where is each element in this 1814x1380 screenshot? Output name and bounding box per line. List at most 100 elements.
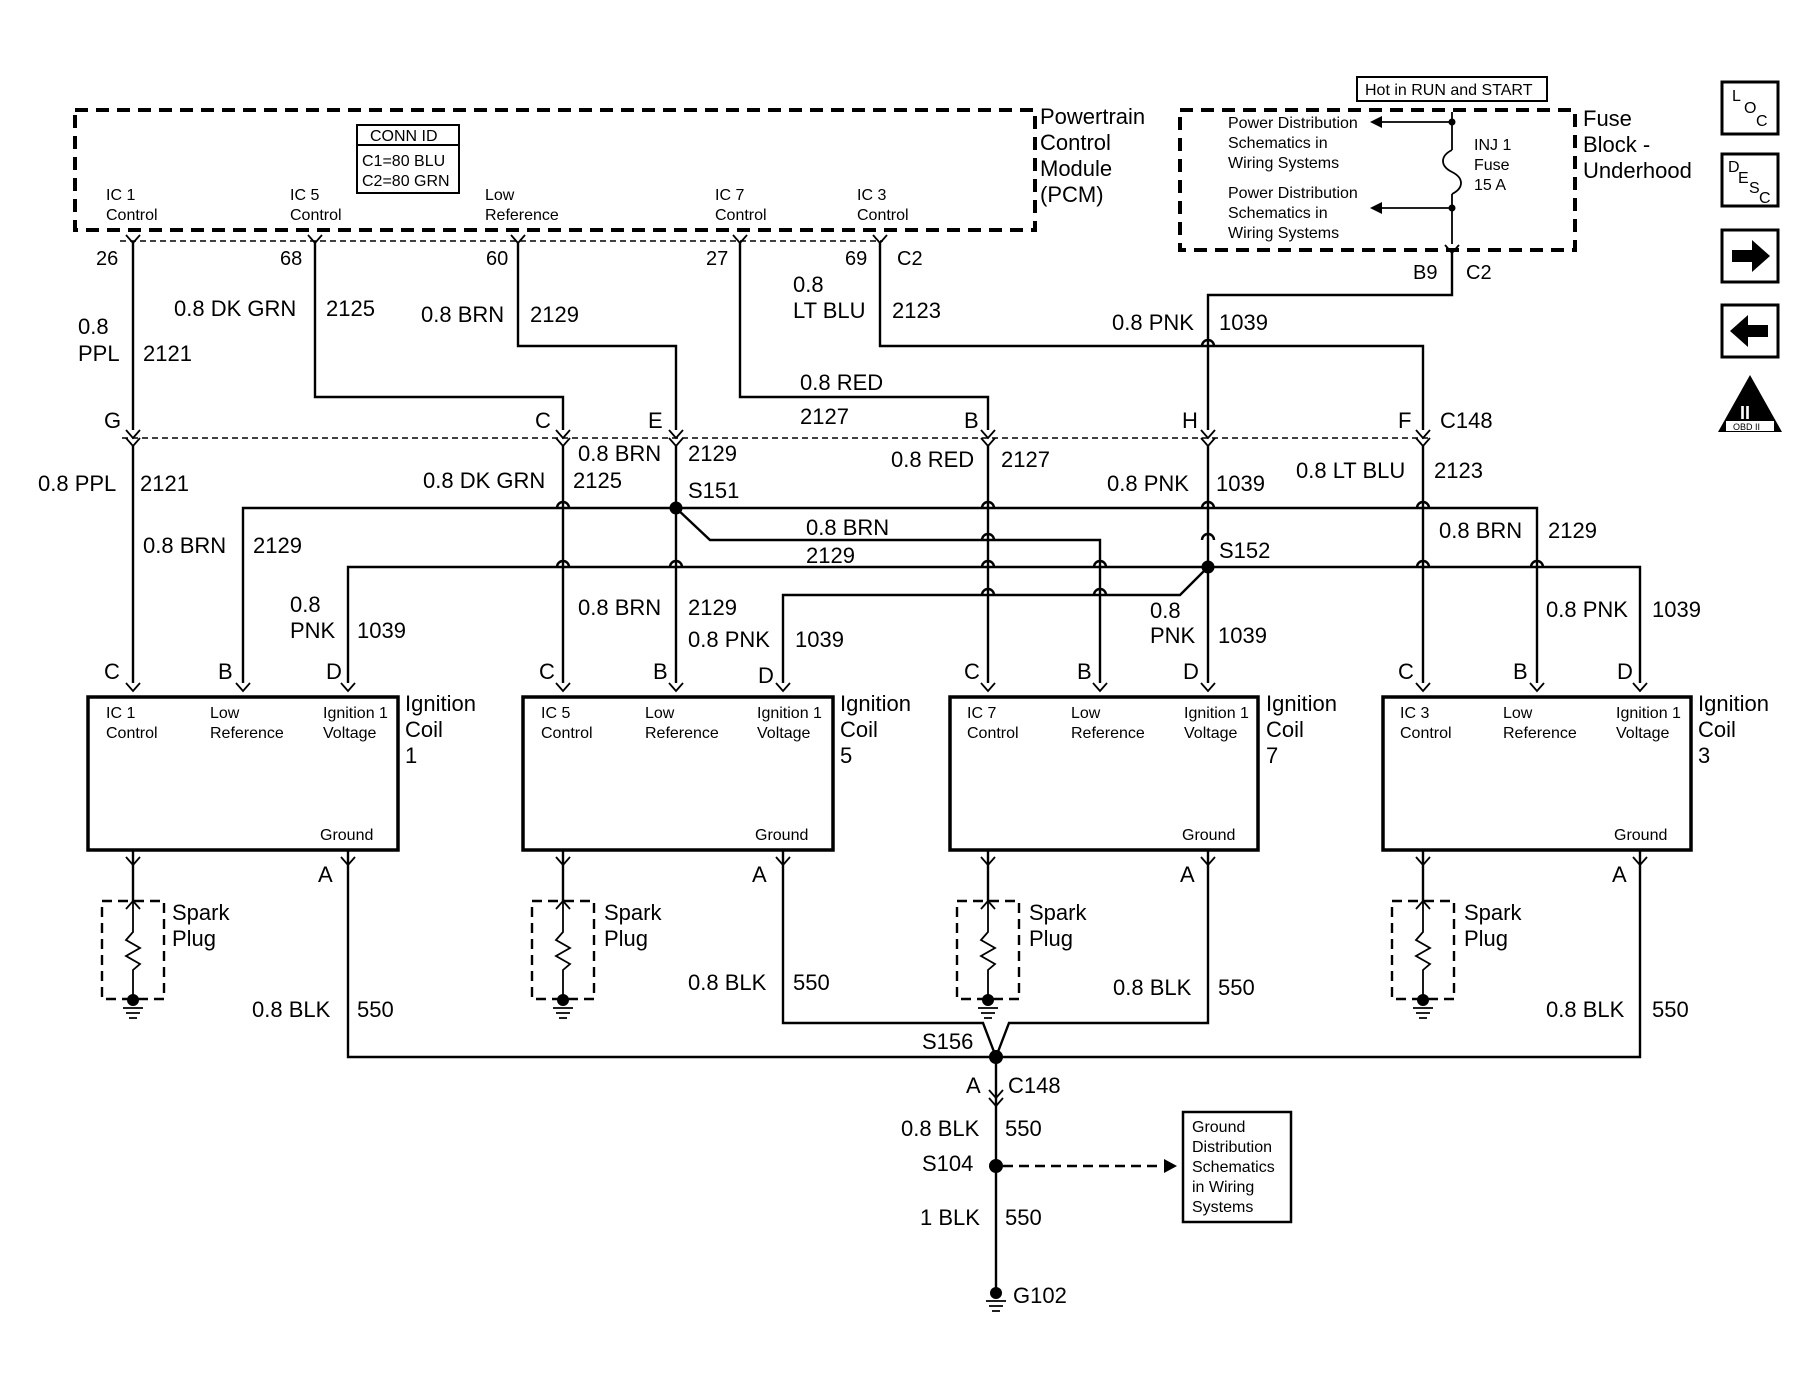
- ground-dist-line-2: Distribution: [1192, 1139, 1272, 1156]
- coil7-func3-a: Ignition 1: [1184, 705, 1249, 722]
- wire-2129-coil7-branch: [675, 507, 1102, 683]
- pcm-pin-ic3-func-1: IC 3: [857, 187, 886, 204]
- gnd-wire-coil1-circuit: 550: [357, 997, 394, 1022]
- gnd-wire-coil1-gauge: 0.8 BLK: [252, 997, 331, 1022]
- wire-w4-circuit: 2127: [800, 404, 849, 429]
- coil1-func2-b: Reference: [210, 725, 284, 742]
- spark-plug-5-ground-icon: [553, 1007, 573, 1019]
- coil3-pin-b: B: [1513, 659, 1528, 684]
- ignition-coil-7: C B D IC 7 Control Low Reference Ignitio…: [948, 659, 1337, 887]
- wire-2129-bus: [241, 506, 1539, 683]
- coil3-func2-a: Low: [1503, 705, 1533, 722]
- pcm-name-4: (PCM): [1040, 182, 1104, 207]
- coil7-body: [948, 695, 1260, 852]
- wire-pnk-coil7-gauge: 0.8: [1150, 598, 1181, 623]
- coil5-func2-b: Reference: [645, 725, 719, 742]
- pcm-pin-lowref-func-1: Low: [485, 187, 515, 204]
- wire-2127-upper: [738, 243, 990, 430]
- wire-dkgrn-lower-circuit: 2125: [573, 468, 622, 493]
- fuse-label: Fuse: [1474, 157, 1510, 174]
- conn-id-c1: C1=80 BLU: [362, 153, 445, 170]
- coil1-func2-a: Low: [210, 705, 240, 722]
- loc-icon-c: C: [1756, 113, 1768, 130]
- ground-distribution-box: Ground Distribution Schematics in Wiring…: [1181, 1110, 1293, 1224]
- wire-w6-circuit: 1039: [1219, 310, 1268, 335]
- spark-plug-7: Spark Plug: [955, 850, 1087, 1019]
- c148-pin-e: E: [648, 408, 663, 433]
- wire-brn-coil1-gauge: 0.8 BRN: [143, 533, 226, 558]
- coil3-pin-d: D: [1617, 659, 1633, 684]
- desc-icon-c: C: [1759, 190, 1771, 207]
- coil7-name-1: Ignition: [1266, 691, 1337, 716]
- coil5-pin-d: D: [758, 663, 774, 688]
- wire-brn-coil3-circuit: 2129: [1548, 518, 1597, 543]
- feed1-arrow-icon: [1370, 116, 1382, 128]
- fuse-connector-c2: C2: [1466, 262, 1492, 284]
- obd-ii-icon[interactable]: II OBD II: [1718, 375, 1782, 432]
- fuse-block-outline: [1178, 108, 1577, 252]
- conn-id-box: CONN ID C1=80 BLU C2=80 GRN: [356, 124, 460, 194]
- wire-550-coil5: [781, 850, 998, 1058]
- spark-plug-7-ground-icon: [978, 1007, 998, 1019]
- wire-ppl-lower-circuit: 2121: [140, 471, 189, 496]
- coil1-ground: Ground: [320, 827, 373, 844]
- coil5-name-1: Ignition: [840, 691, 911, 716]
- pcm-pin-26: 26: [96, 248, 118, 270]
- coil3-func2-b: Reference: [1503, 725, 1577, 742]
- conn-id-c2: C2=80 GRN: [362, 173, 450, 190]
- next-arrow-icon[interactable]: [1720, 228, 1780, 284]
- prev-arrow-icon[interactable]: [1720, 303, 1780, 359]
- gnd-wire-coil5-gauge: 0.8 BLK: [688, 970, 767, 995]
- feed1-line-1: Power Distribution: [1228, 115, 1358, 132]
- pcm-outline: [73, 108, 1037, 232]
- ground-g102-label: G102: [1013, 1283, 1067, 1308]
- fuse-pin-b9: B9: [1413, 262, 1437, 284]
- wire-pnk-coil3-gauge: 0.8 PNK: [1546, 597, 1628, 622]
- wire-w3-gauge-color: 0.8 BRN: [421, 302, 504, 327]
- splice-s151-label: S151: [688, 478, 739, 503]
- spark-plug-3-label-1: Spark: [1464, 900, 1522, 925]
- wire-red-lower-gauge: 0.8 RED: [891, 447, 974, 472]
- loc-icon[interactable]: L O C: [1720, 80, 1780, 136]
- wire-550-coil3: [996, 850, 1642, 1059]
- spark-plug-1-label-1: Spark: [172, 900, 230, 925]
- spark-plug-5-label-2: Plug: [604, 926, 648, 951]
- coil1-pin-d: D: [326, 659, 342, 684]
- conn-id-title: CONN ID: [370, 128, 438, 145]
- wire-1039-coil5-branch: [781, 566, 1209, 683]
- ignition-coil-3: C B D IC 3 Control Low Reference Ignitio…: [1381, 659, 1769, 887]
- wire-brn-coil5-circuit: 2129: [688, 595, 737, 620]
- wire-w2-gauge-color: 0.8 DK GRN: [174, 296, 296, 321]
- coil1-pin-a: A: [318, 862, 333, 887]
- desc-icon-d: D: [1728, 159, 1740, 176]
- spark-plug-5-label-1: Spark: [604, 900, 662, 925]
- coil1-name-2: Coil: [405, 717, 443, 742]
- desc-icon[interactable]: D E S C: [1720, 152, 1780, 208]
- wire-pnk-h-gauge: 0.8 PNK: [1107, 471, 1189, 496]
- wire-pnk-coil5-circuit: 1039: [795, 627, 844, 652]
- coil5-func1-b: Control: [541, 725, 593, 742]
- coil3-func3-b: Voltage: [1616, 725, 1669, 742]
- coil1-pin-c: C: [104, 659, 120, 684]
- coil1-body: [86, 695, 400, 852]
- coil3-func3-a: Ignition 1: [1616, 705, 1681, 722]
- lower-wires: S151 S152 0.8 PPL 2121 0.8 DK GRN 2125 0…: [38, 441, 1701, 683]
- coil5-name-3: 5: [840, 743, 852, 768]
- wire-red-lower-circuit: 2127: [1001, 447, 1050, 472]
- fuse-block-name-2: Block -: [1583, 132, 1650, 157]
- gnd-wire-coil5-circuit: 550: [793, 970, 830, 995]
- wire-ltblu-lower-gauge: 0.8 LT BLU: [1296, 458, 1405, 483]
- upper-wires: 0.8 PPL 2121 0.8 DK GRN 2125 0.8 BRN 212…: [78, 234, 1460, 430]
- wire-w4-gauge-color: 0.8 RED: [800, 370, 883, 395]
- splice-s152: [1201, 560, 1215, 574]
- wire-2125-upper: [313, 243, 565, 430]
- pcm-pin-ic3-func-2: Control: [857, 207, 909, 224]
- obd-icon-roman: II: [1740, 403, 1750, 423]
- coil5-ground: Ground: [755, 827, 808, 844]
- coil5-pin-c: C: [539, 659, 555, 684]
- wire-pnk-coil7-color: PNK: [1150, 623, 1196, 648]
- pcm-name-2: Control: [1040, 130, 1111, 155]
- spark-plug-5-resistor-icon: [554, 901, 572, 998]
- ground-wire2-circuit: 550: [1005, 1205, 1042, 1230]
- coil7-pin-b: B: [1077, 659, 1092, 684]
